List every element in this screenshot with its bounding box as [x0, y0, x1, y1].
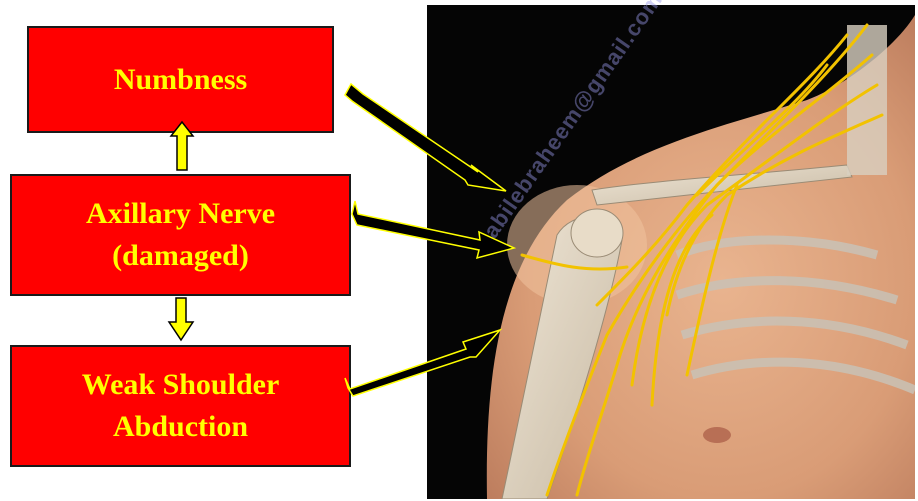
numbness-label: Numbness	[114, 59, 247, 101]
humeral-head	[571, 209, 623, 257]
arrow-down-to-weakness	[169, 298, 193, 340]
shoulder-anatomy-illustration	[427, 5, 915, 499]
axillary-nerve-label: Axillary Nerve	[86, 193, 275, 235]
abduction-label: Abduction	[82, 406, 280, 448]
weak-shoulder-label: Weak Shoulder	[82, 364, 280, 406]
axillary-nerve-box: Axillary Nerve (damaged)	[10, 174, 351, 296]
numbness-box: Numbness	[27, 26, 334, 133]
weak-shoulder-abduction-box: Weak Shoulder Abduction	[10, 345, 351, 467]
nipple	[703, 427, 731, 443]
damaged-label: (damaged)	[86, 235, 275, 277]
